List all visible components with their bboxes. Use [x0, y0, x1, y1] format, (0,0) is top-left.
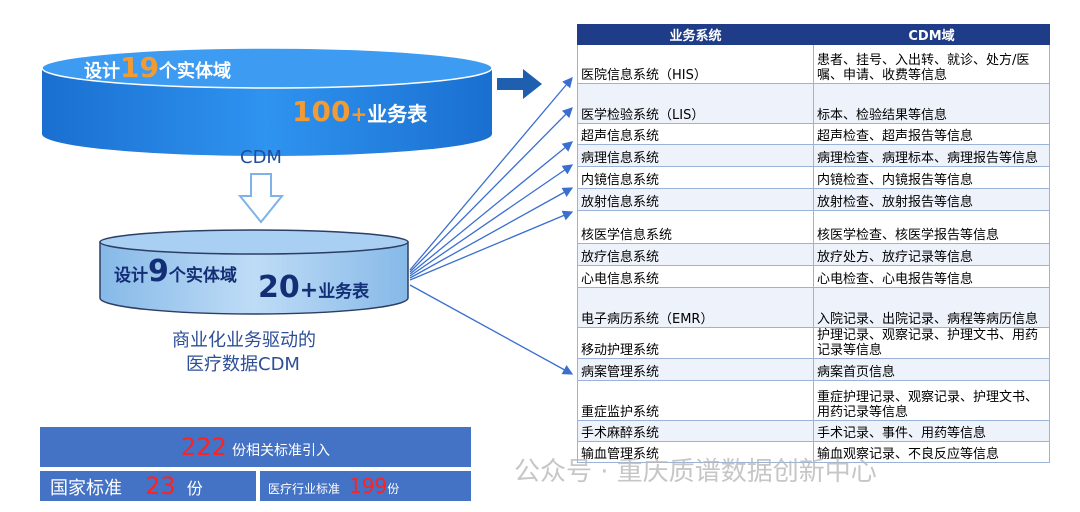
top-cylinder [41, 47, 493, 156]
top-entity-suffix: 个实体域 [158, 61, 231, 82]
table-row: 医院信息系统（HIS） 患者、挂号、入出转、就诊、处方/医嘱、申请、收费等信息 [577, 44, 1050, 84]
top-entity-count: 19 [120, 51, 159, 84]
arrow-endoscopy [409, 187, 574, 279]
standards-industry-count: 199 [349, 474, 388, 498]
cell-system: 病理信息系统 [577, 144, 814, 167]
table-row: 手术麻醉系统 手术记录、事件、用药等信息 [577, 420, 1050, 442]
cell-domain: 手术记录、事件、用药等信息 [813, 420, 1050, 442]
table-header-row: 业务系统 CDM域 [577, 24, 1050, 45]
cell-domain: 患者、挂号、入出转、就诊、处方/医嘱、申请、收费等信息 [813, 44, 1050, 84]
cell-domain: 心电检查、心电报告等信息 [813, 265, 1050, 288]
cell-system: 手术麻醉系统 [577, 420, 814, 442]
table-row: 重症监护系统 重症护理记录、观察记录、护理文书、用药记录等信息 [577, 380, 1050, 421]
standards-national-label: 国家标准 [50, 478, 122, 499]
cell-system: 病案管理系统 [577, 358, 814, 381]
cell-domain: 输血观察记录、不良反应等信息 [813, 441, 1050, 463]
cell-domain: 重症护理记录、观察记录、护理文书、用药记录等信息 [813, 380, 1050, 421]
table-row: 医学检验系统（LIS） 标本、检验结果等信息 [577, 83, 1050, 124]
bottom-prefix: 设计 [114, 266, 148, 286]
standards-industry-suffix: 份 [387, 482, 400, 496]
caption-line-1: 商业化业务驱动的 [172, 330, 316, 351]
table-row: 放疗信息系统 放疗处方、放疗记录等信息 [577, 243, 1050, 266]
table-row: 心电信息系统 心电检查、心电报告等信息 [577, 265, 1050, 288]
table-row: 移动护理系统 护理记录、观察记录、护理文书、用药记录等信息 [577, 327, 1050, 359]
cell-domain: 放疗处方、放疗记录等信息 [813, 243, 1050, 266]
cell-domain: 病案首页信息 [813, 358, 1050, 381]
cell-system: 输血管理系统 [577, 441, 814, 463]
standards-total-suffix: 份相关标准引入 [231, 443, 330, 459]
header-domain: CDM域 [813, 24, 1050, 45]
cell-system: 心电信息系统 [577, 265, 814, 288]
top-table-line: 100+业务表 [292, 95, 427, 128]
bottom-table-suffix: 业务表 [318, 282, 370, 302]
standards-industry-box: 医疗行业标准 199份 [260, 471, 471, 501]
arrow-record-mgmt [409, 284, 574, 375]
bottom-cylinder [99, 229, 409, 315]
top-table-count: 100 [292, 95, 351, 128]
standards-total-box: 222 份相关标准引入 [40, 427, 471, 467]
table-row: 超声信息系统 超声检查、超声报告等信息 [577, 123, 1050, 145]
cell-domain: 核医学检查、核医学报告等信息 [813, 210, 1050, 244]
cell-system: 超声信息系统 [577, 123, 814, 145]
right-arrow-icon [497, 69, 542, 99]
bottom-entity-line: 设计9个实体域 [114, 254, 237, 289]
cell-system: 放射信息系统 [577, 188, 814, 211]
bottom-entity-suffix: 个实体域 [168, 266, 237, 286]
table-row: 病案管理系统 病案首页信息 [577, 358, 1050, 381]
header-system: 业务系统 [577, 24, 814, 45]
cell-domain: 标本、检验结果等信息 [813, 83, 1050, 124]
cell-domain: 病理检查、病理标本、病理报告等信息 [813, 144, 1050, 167]
bottom-table-line: 20+业务表 [258, 270, 369, 305]
cell-system: 放疗信息系统 [577, 243, 814, 266]
down-arrow-icon [238, 173, 284, 224]
cell-domain: 放射检查、放射报告等信息 [813, 188, 1050, 211]
table-row: 放射信息系统 放射检查、放射报告等信息 [577, 188, 1050, 211]
cell-system: 重症监护系统 [577, 380, 814, 421]
arrow-pathology [409, 164, 574, 277]
standards-national-box: 国家标准 23 份 [40, 471, 256, 501]
bottom-plus: + [299, 278, 319, 303]
table-row: 病理信息系统 病理检查、病理标本、病理报告等信息 [577, 144, 1050, 167]
caption-line-2: 医疗数据CDM [186, 354, 300, 375]
cdm-label: CDM [240, 147, 282, 168]
bottom-entity-count: 9 [148, 254, 169, 289]
arrow-radiology [409, 210, 574, 281]
system-domain-table: 业务系统 CDM域 医院信息系统（HIS） 患者、挂号、入出转、就诊、处方/医嘱… [577, 24, 1050, 463]
table-row: 核医学信息系统 核医学检查、核医学报告等信息 [577, 210, 1050, 244]
top-entity-line: 设计19个实体域 [84, 51, 231, 84]
standards-total-count: 222 [181, 433, 227, 461]
cell-domain: 入院记录、出院记录、病程等病历信息 [813, 287, 1050, 328]
top-plus: + [350, 102, 368, 126]
arrow-ultrasound [409, 141, 574, 275]
standards-industry-label: 医疗行业标准 [268, 482, 341, 496]
cell-system: 内镜信息系统 [577, 166, 814, 189]
cell-system: 核医学信息系统 [577, 210, 814, 244]
table-row: 内镜信息系统 内镜检查、内镜报告等信息 [577, 166, 1050, 189]
cell-system: 医学检验系统（LIS） [577, 83, 814, 124]
top-table-suffix: 业务表 [367, 102, 428, 126]
cell-domain: 超声检查、超声报告等信息 [813, 123, 1050, 145]
bottom-table-count: 20 [258, 270, 300, 305]
cell-domain: 护理记录、观察记录、护理文书、用药记录等信息 [813, 327, 1050, 359]
standards-national-count: 23 [145, 472, 176, 500]
cell-domain: 内镜检查、内镜报告等信息 [813, 166, 1050, 189]
table-row: 输血管理系统 输血观察记录、不良反应等信息 [577, 441, 1050, 463]
standards-national-suffix: 份 [186, 479, 203, 498]
table-row: 电子病历系统（EMR） 入院记录、出院记录、病程等病历信息 [577, 287, 1050, 328]
cell-system: 电子病历系统（EMR） [577, 287, 814, 328]
cell-system: 医院信息系统（HIS） [577, 44, 814, 84]
top-prefix: 设计 [84, 61, 120, 82]
cell-system: 移动护理系统 [577, 327, 814, 359]
